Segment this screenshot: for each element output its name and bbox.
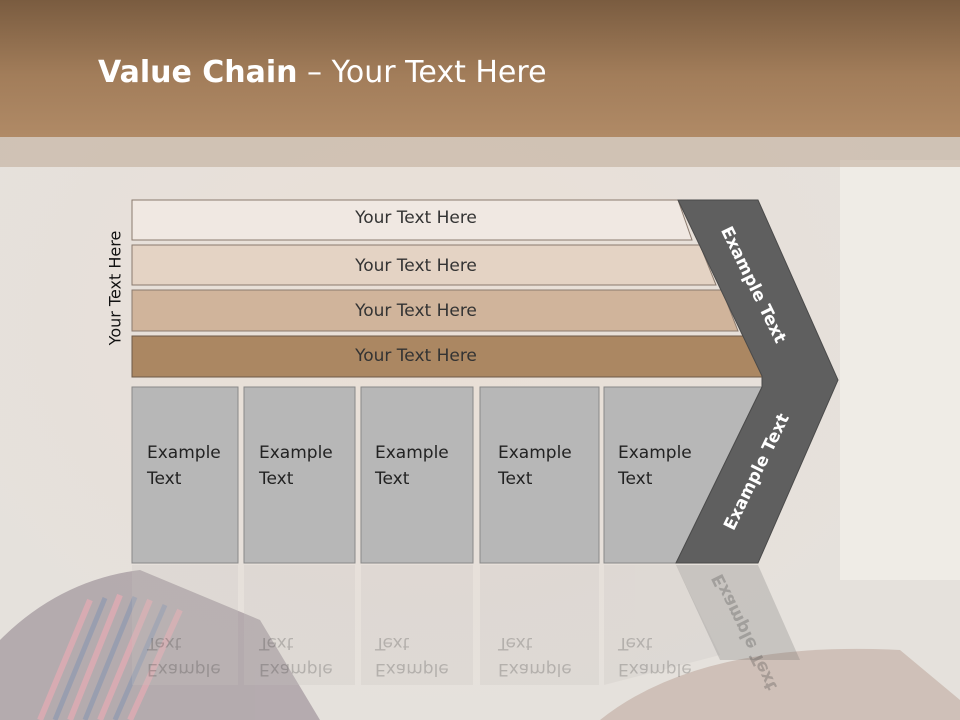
bar-1[interactable] xyxy=(131,199,693,241)
box-3-reflection-line1: Example xyxy=(375,659,449,679)
bar-2[interactable] xyxy=(131,244,717,286)
title-bar xyxy=(0,0,960,137)
page-title: Value Chain – Your Text Here xyxy=(98,55,547,90)
box-5-reflection-line2: Text xyxy=(618,633,653,653)
box-3-line1: Example xyxy=(375,443,449,463)
box-2-line1: Example xyxy=(259,443,333,463)
box-4-reflection-line2: Text xyxy=(498,633,533,653)
box-3-line2: Text xyxy=(375,469,410,489)
bar-3-label: Your Text Here xyxy=(355,301,477,321)
box-5-reflection-label: Example Text xyxy=(618,630,718,682)
bar-4-label: Your Text Here xyxy=(355,346,477,366)
bar-1-label: Your Text Here xyxy=(355,208,477,228)
box-3[interactable] xyxy=(360,386,474,564)
box-2-line2: Text xyxy=(259,469,294,489)
title-bold: Value Chain xyxy=(98,55,298,90)
box-reflection-1 xyxy=(132,565,238,685)
bar-3[interactable] xyxy=(131,289,739,332)
box-5-line1: Example xyxy=(618,443,692,463)
title-rest: – Your Text Here xyxy=(297,55,547,90)
bar-2-label: Your Text Here xyxy=(355,256,477,276)
box-1-reflection-line2: Text xyxy=(147,633,182,653)
box-1-line2: Text xyxy=(147,469,182,489)
box-2-reflection-label: Example Text xyxy=(259,630,359,682)
box-1-line1: Example xyxy=(147,443,221,463)
box-1-reflection-line1: Example xyxy=(147,659,221,679)
box-4-reflection-line1: Example xyxy=(498,659,572,679)
box-3-reflection-line2: Text xyxy=(375,633,410,653)
box-4-line2: Text xyxy=(498,469,533,489)
box-1-reflection-label: Example Text xyxy=(147,630,247,682)
box-5-reflection-line1: Example xyxy=(618,659,692,679)
box-reflection-4 xyxy=(480,565,599,685)
box-4[interactable] xyxy=(479,386,600,564)
box-reflection-5 xyxy=(604,565,720,685)
box-4-reflection-label: Example Text xyxy=(498,630,598,682)
box-2-reflection-line1: Example xyxy=(259,659,333,679)
box-4-line1: Example xyxy=(498,443,572,463)
chevron-arrow[interactable] xyxy=(675,199,839,564)
box-3-reflection-label: Example Text xyxy=(375,630,475,682)
box-reflection-2 xyxy=(244,565,355,685)
box-1[interactable] xyxy=(131,386,239,564)
box-reflection-3 xyxy=(361,565,473,685)
box-5-line2: Text xyxy=(618,469,653,489)
title-strip xyxy=(0,137,960,167)
box-2-reflection-line2: Text xyxy=(259,633,294,653)
box-2[interactable] xyxy=(243,386,356,564)
chevron-reflection xyxy=(676,565,800,660)
